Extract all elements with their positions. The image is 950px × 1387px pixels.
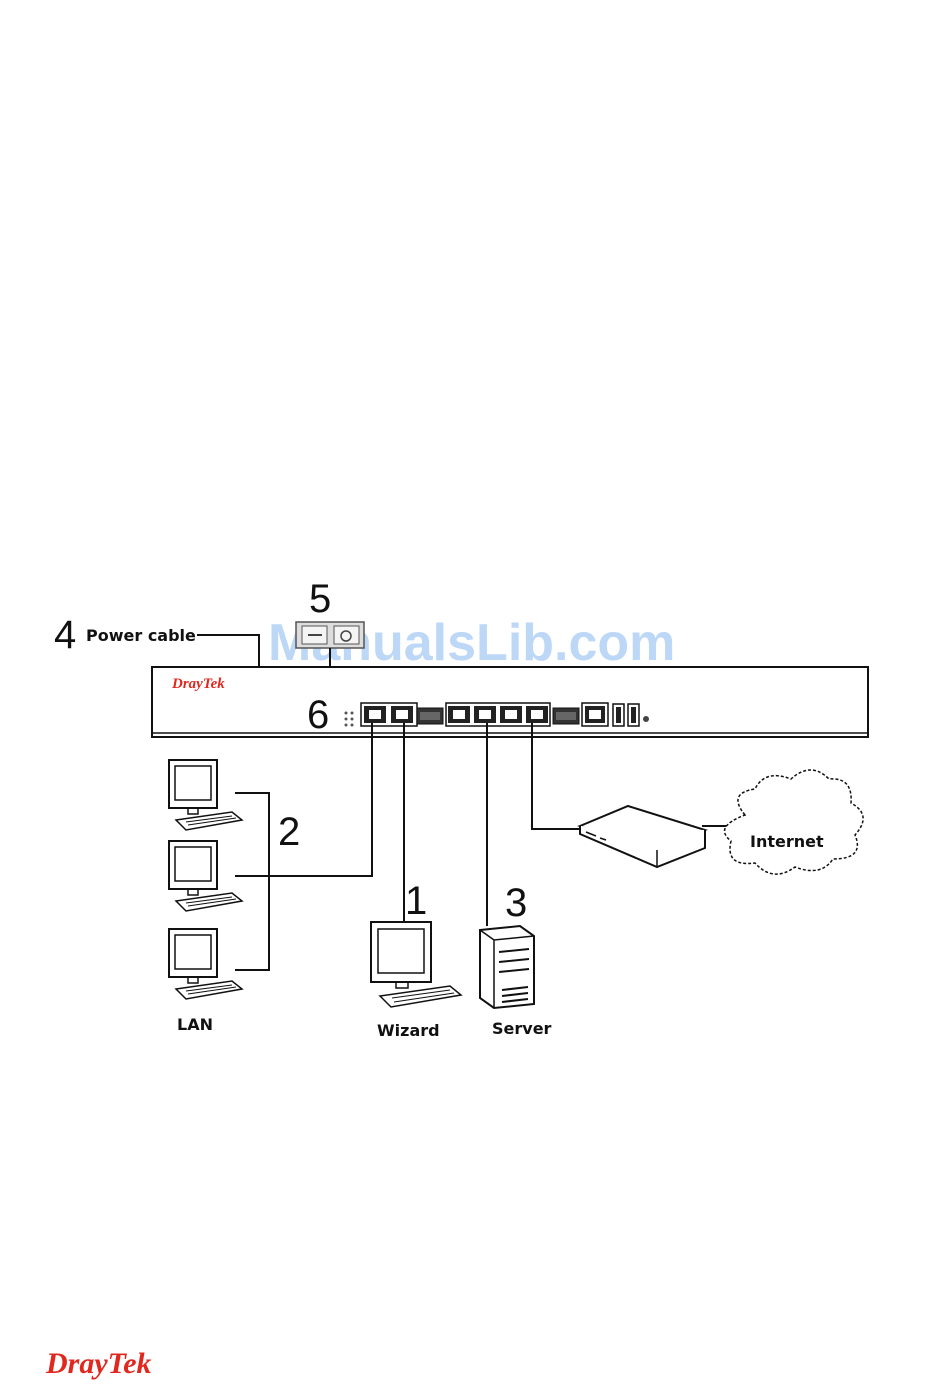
modem-icon [580,806,705,867]
callout-3: 3 [505,881,527,925]
callout-6: 6 [307,693,329,737]
router-icon [152,667,868,737]
pc-icon [169,760,242,830]
internet-label: Internet [750,832,824,851]
device-logo: DrayTek [171,676,225,692]
power-cable-label: Power cable [86,626,196,645]
wizard-label: Wizard [377,1021,440,1040]
footer-logo: DrayTek [45,1347,152,1380]
pc-icon [371,922,461,1007]
server-icon [480,926,534,1008]
server-label: Server [492,1019,552,1038]
callout-4: 4 [54,613,76,657]
callout-5: 5 [309,577,331,621]
pc-icon [169,929,242,999]
callout-1: 1 [405,879,427,923]
lan-label: LAN [177,1015,213,1034]
cloud-icon [725,770,864,874]
pc-icon [169,841,242,911]
power-switch-icon [296,622,364,648]
callout-2: 2 [278,810,300,854]
